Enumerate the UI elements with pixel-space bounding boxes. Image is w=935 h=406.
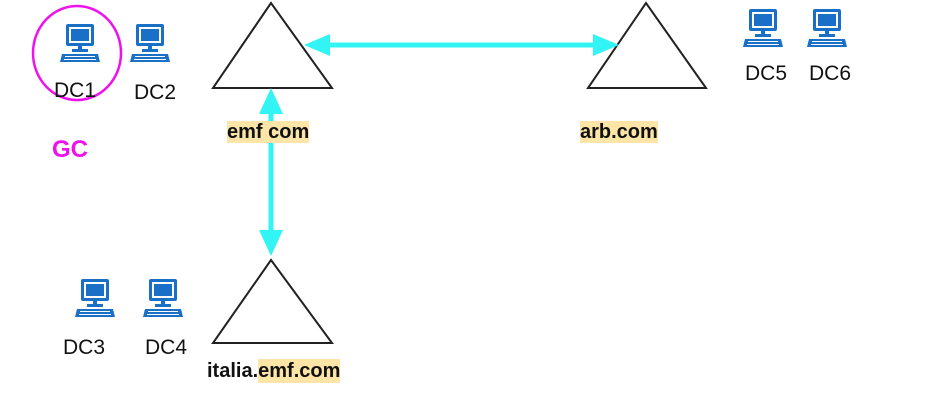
dc-label-dc3: DC3 <box>63 336 106 359</box>
domain-label-arb: arb.com <box>580 121 658 143</box>
domain-triangle-italia <box>211 258 334 344</box>
domain-label-italia-prefix: italia. <box>207 360 259 382</box>
domain-label-emf-part2: com <box>262 121 310 143</box>
desktop-computer-icon-dc3 <box>75 278 115 318</box>
gc-label: GC <box>52 136 88 163</box>
dc-label-dc1: DC1 <box>54 79 97 102</box>
gc-ring <box>31 4 123 102</box>
domain-triangle-emf <box>211 1 334 89</box>
dc-label-dc2: DC2 <box>134 81 177 104</box>
trust-link-emf-italia <box>259 88 283 256</box>
dc-label-dc6: DC6 <box>809 62 852 85</box>
domain-label-emf-part1: emf <box>227 121 263 143</box>
domain-label-italia-highlight: emf.com <box>258 359 341 383</box>
desktop-computer-icon-dc4 <box>143 278 183 318</box>
dc-label-dc4: DC4 <box>145 336 188 359</box>
desktop-computer-icon-dc1 <box>60 23 100 63</box>
desktop-computer-icon-dc6 <box>807 8 847 48</box>
domain-label-emf: emf com <box>227 121 310 143</box>
dc-label-dc5: DC5 <box>745 62 788 85</box>
desktop-computer-icon-dc5 <box>743 8 783 48</box>
domain-label-italia: italia.emf.com <box>207 359 341 383</box>
trust-link-emf-arb <box>304 34 619 56</box>
desktop-computer-icon-dc2 <box>130 23 170 63</box>
